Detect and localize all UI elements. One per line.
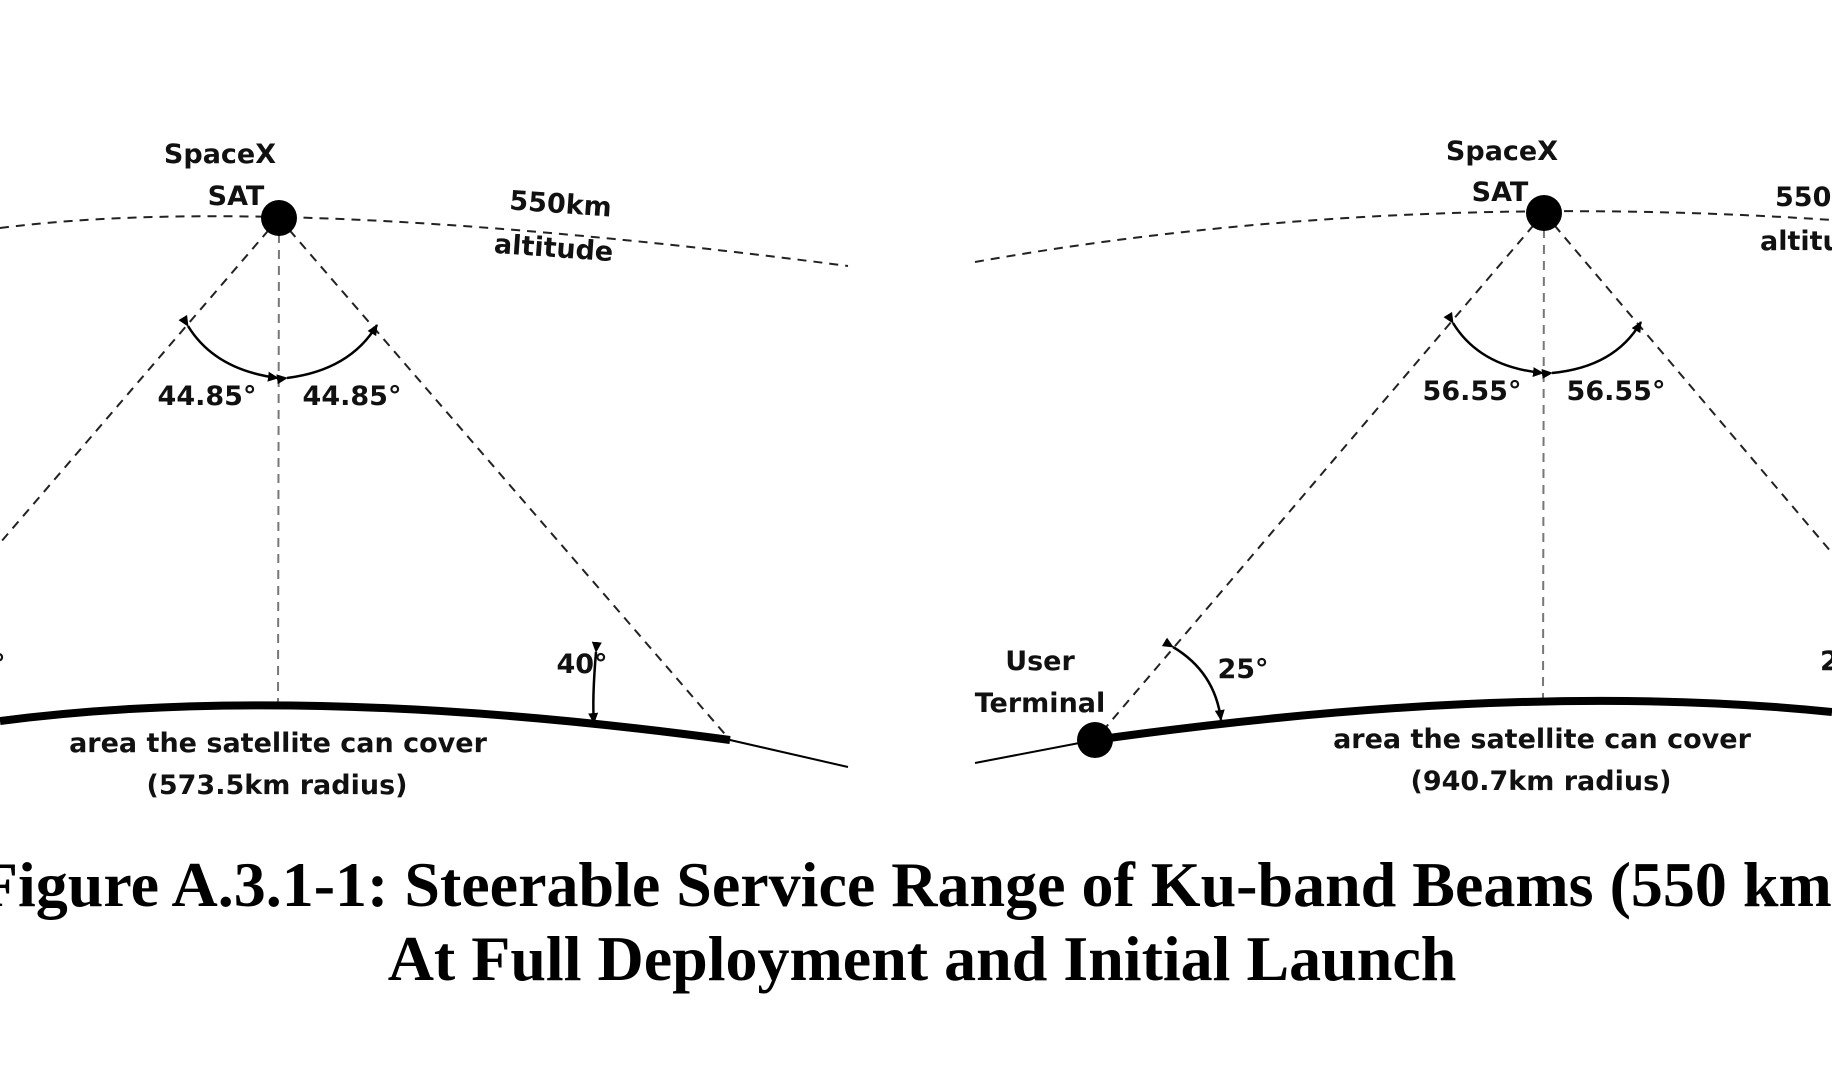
left-nadir-line (277, 217, 280, 704)
left-satellite-label-line1: SpaceX (164, 139, 276, 170)
left-ground-thin (729, 739, 849, 768)
user-terminal-label-line2: Terminal (975, 688, 1106, 719)
right-beam-edge-left (1094, 212, 1545, 741)
left-coverage-ground (0, 701, 731, 744)
left-elevation-arrow (588, 641, 602, 724)
left-coverage-label-line2: (573.5km radius) (147, 770, 408, 801)
left-satellite-icon (261, 200, 297, 236)
right-beam-edge-right (1543, 212, 1832, 554)
left-beam-edge-left (0, 217, 280, 544)
left-altitude-label-line1: 550km (508, 185, 612, 223)
left-angle-label-right: 44.85° (303, 381, 402, 412)
right-angle-label-right: 56.55° (1567, 376, 1666, 407)
left-elevation-label: 40° (556, 649, 607, 680)
right-ground-thin (974, 739, 1096, 764)
right-angle-arrow-left (1443, 311, 1544, 378)
left-orbit-arc (0, 215, 849, 267)
right-satellite-label-line1: SpaceX (1446, 136, 1558, 167)
left-coverage-label-line1: area the satellite can cover (69, 728, 488, 759)
left-angle-arrow-right (276, 324, 379, 385)
right-panel: SpaceX SAT 550km altitu 56.55° 56.55° 25… (975, 136, 1832, 797)
right-coverage-label-line2: (940.7km radius) (1411, 766, 1672, 797)
user-terminal-icon (1077, 722, 1113, 758)
right-angle-label-left: 56.55° (1423, 376, 1522, 407)
caption-line1: Figure A.3.1-1: Steerable Service Range … (0, 849, 1832, 920)
right-altitude-label-line1: 550km (1775, 182, 1832, 213)
user-terminal-label-line1: User (1005, 646, 1075, 677)
right-coverage-ground (1094, 696, 1832, 744)
left-satellite-label-line2: SAT (208, 181, 265, 212)
left-panel: SpaceX SAT 550km altitude 44.85° 44.85° … (0, 139, 849, 801)
right-elevation-label: 25° (1217, 654, 1268, 685)
right-elevation-arrow (1161, 637, 1225, 721)
right-coverage-label-line1: area the satellite can cover (1333, 724, 1752, 755)
right-cut-elevation-label: 2 (1820, 646, 1832, 677)
left-cut-elevation-label: ° (0, 649, 6, 680)
left-angle-arrow-left (178, 314, 279, 382)
right-angle-arrow-right (1541, 321, 1643, 379)
right-orbit-arc (974, 210, 1832, 263)
right-nadir-line (1542, 212, 1545, 703)
right-altitude-label-line2: altitu (1760, 226, 1832, 257)
left-altitude-label-line2: altitude (493, 229, 614, 268)
right-satellite-icon (1526, 195, 1562, 231)
caption-line2: At Full Deployment and Initial Launch (388, 923, 1457, 994)
left-beam-edge-right (278, 217, 731, 741)
right-satellite-label-line2: SAT (1472, 177, 1529, 208)
left-angle-label-left: 44.85° (158, 381, 257, 412)
